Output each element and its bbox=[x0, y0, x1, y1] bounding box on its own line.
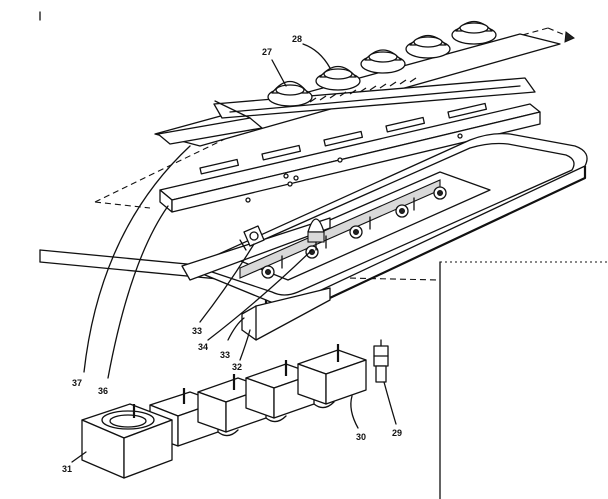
switch-strip bbox=[154, 33, 561, 147]
callout-37: 37 bbox=[72, 378, 82, 388]
knob-1-icon bbox=[267, 80, 313, 107]
socket-5-icon bbox=[433, 186, 447, 200]
mounting-bracket bbox=[159, 102, 541, 213]
callout-27: 27 bbox=[262, 47, 272, 57]
callout-32: 32 bbox=[232, 362, 242, 372]
knob-3-icon bbox=[360, 49, 406, 74]
stem-connector-29-icon bbox=[373, 339, 389, 383]
front-lip bbox=[241, 287, 331, 341]
connector-33-icon bbox=[239, 225, 265, 251]
callout-30: 30 bbox=[356, 432, 366, 442]
callout-34: 34 bbox=[198, 342, 208, 352]
socket-3-icon bbox=[349, 225, 363, 239]
knob-4-icon bbox=[405, 34, 451, 59]
callout-labels: 27 28 29 30 31 32 33 33 34 36 37 bbox=[62, 34, 402, 474]
switch-blocks bbox=[149, 344, 367, 447]
knob-2-icon bbox=[315, 65, 361, 91]
callout-31: 31 bbox=[62, 464, 72, 474]
callout-28: 28 bbox=[292, 34, 302, 44]
left-plate bbox=[157, 100, 263, 145]
knob-5-icon bbox=[451, 20, 497, 45]
socket-4-icon bbox=[395, 204, 409, 218]
callout-36: 36 bbox=[98, 386, 108, 396]
callout-29: 29 bbox=[392, 428, 402, 438]
leader-lines bbox=[71, 43, 397, 463]
callout-33-left: 33 bbox=[192, 326, 202, 336]
page-border bbox=[439, 261, 608, 499]
callout-33-right: 33 bbox=[220, 350, 230, 360]
socket-trough bbox=[237, 171, 491, 281]
switch-block-4 bbox=[297, 344, 367, 405]
bulb-34-icon bbox=[307, 218, 325, 251]
switch-block-3 bbox=[245, 360, 315, 419]
control-knobs bbox=[267, 20, 497, 107]
socket-1-icon bbox=[261, 265, 275, 279]
lower-panel bbox=[181, 217, 331, 281]
base-block-31 bbox=[81, 403, 173, 479]
